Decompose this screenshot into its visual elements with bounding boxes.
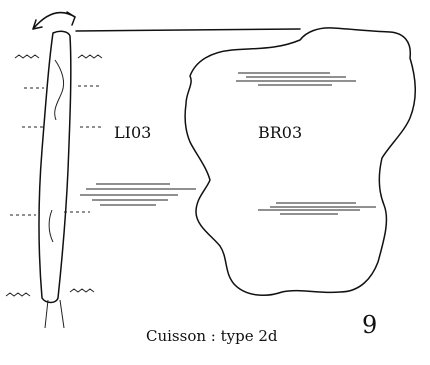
caption: Cuisson : type 2d bbox=[146, 327, 278, 345]
vertical-section bbox=[38, 30, 72, 329]
top-edge-line bbox=[75, 28, 301, 32]
fragment-outline bbox=[184, 27, 416, 297]
inner-hatching-bottom bbox=[258, 202, 376, 215]
zone-label-li03: LI03 bbox=[114, 123, 151, 142]
figure-number: 9 bbox=[362, 311, 377, 339]
surface-marks bbox=[5, 54, 103, 297]
zone-label-br03: BR03 bbox=[258, 123, 302, 142]
inner-hatching-top bbox=[236, 72, 356, 86]
left-hatching bbox=[80, 183, 196, 206]
rotation-arrow-icon bbox=[32, 11, 76, 30]
dashed-level-marks bbox=[10, 85, 102, 216]
